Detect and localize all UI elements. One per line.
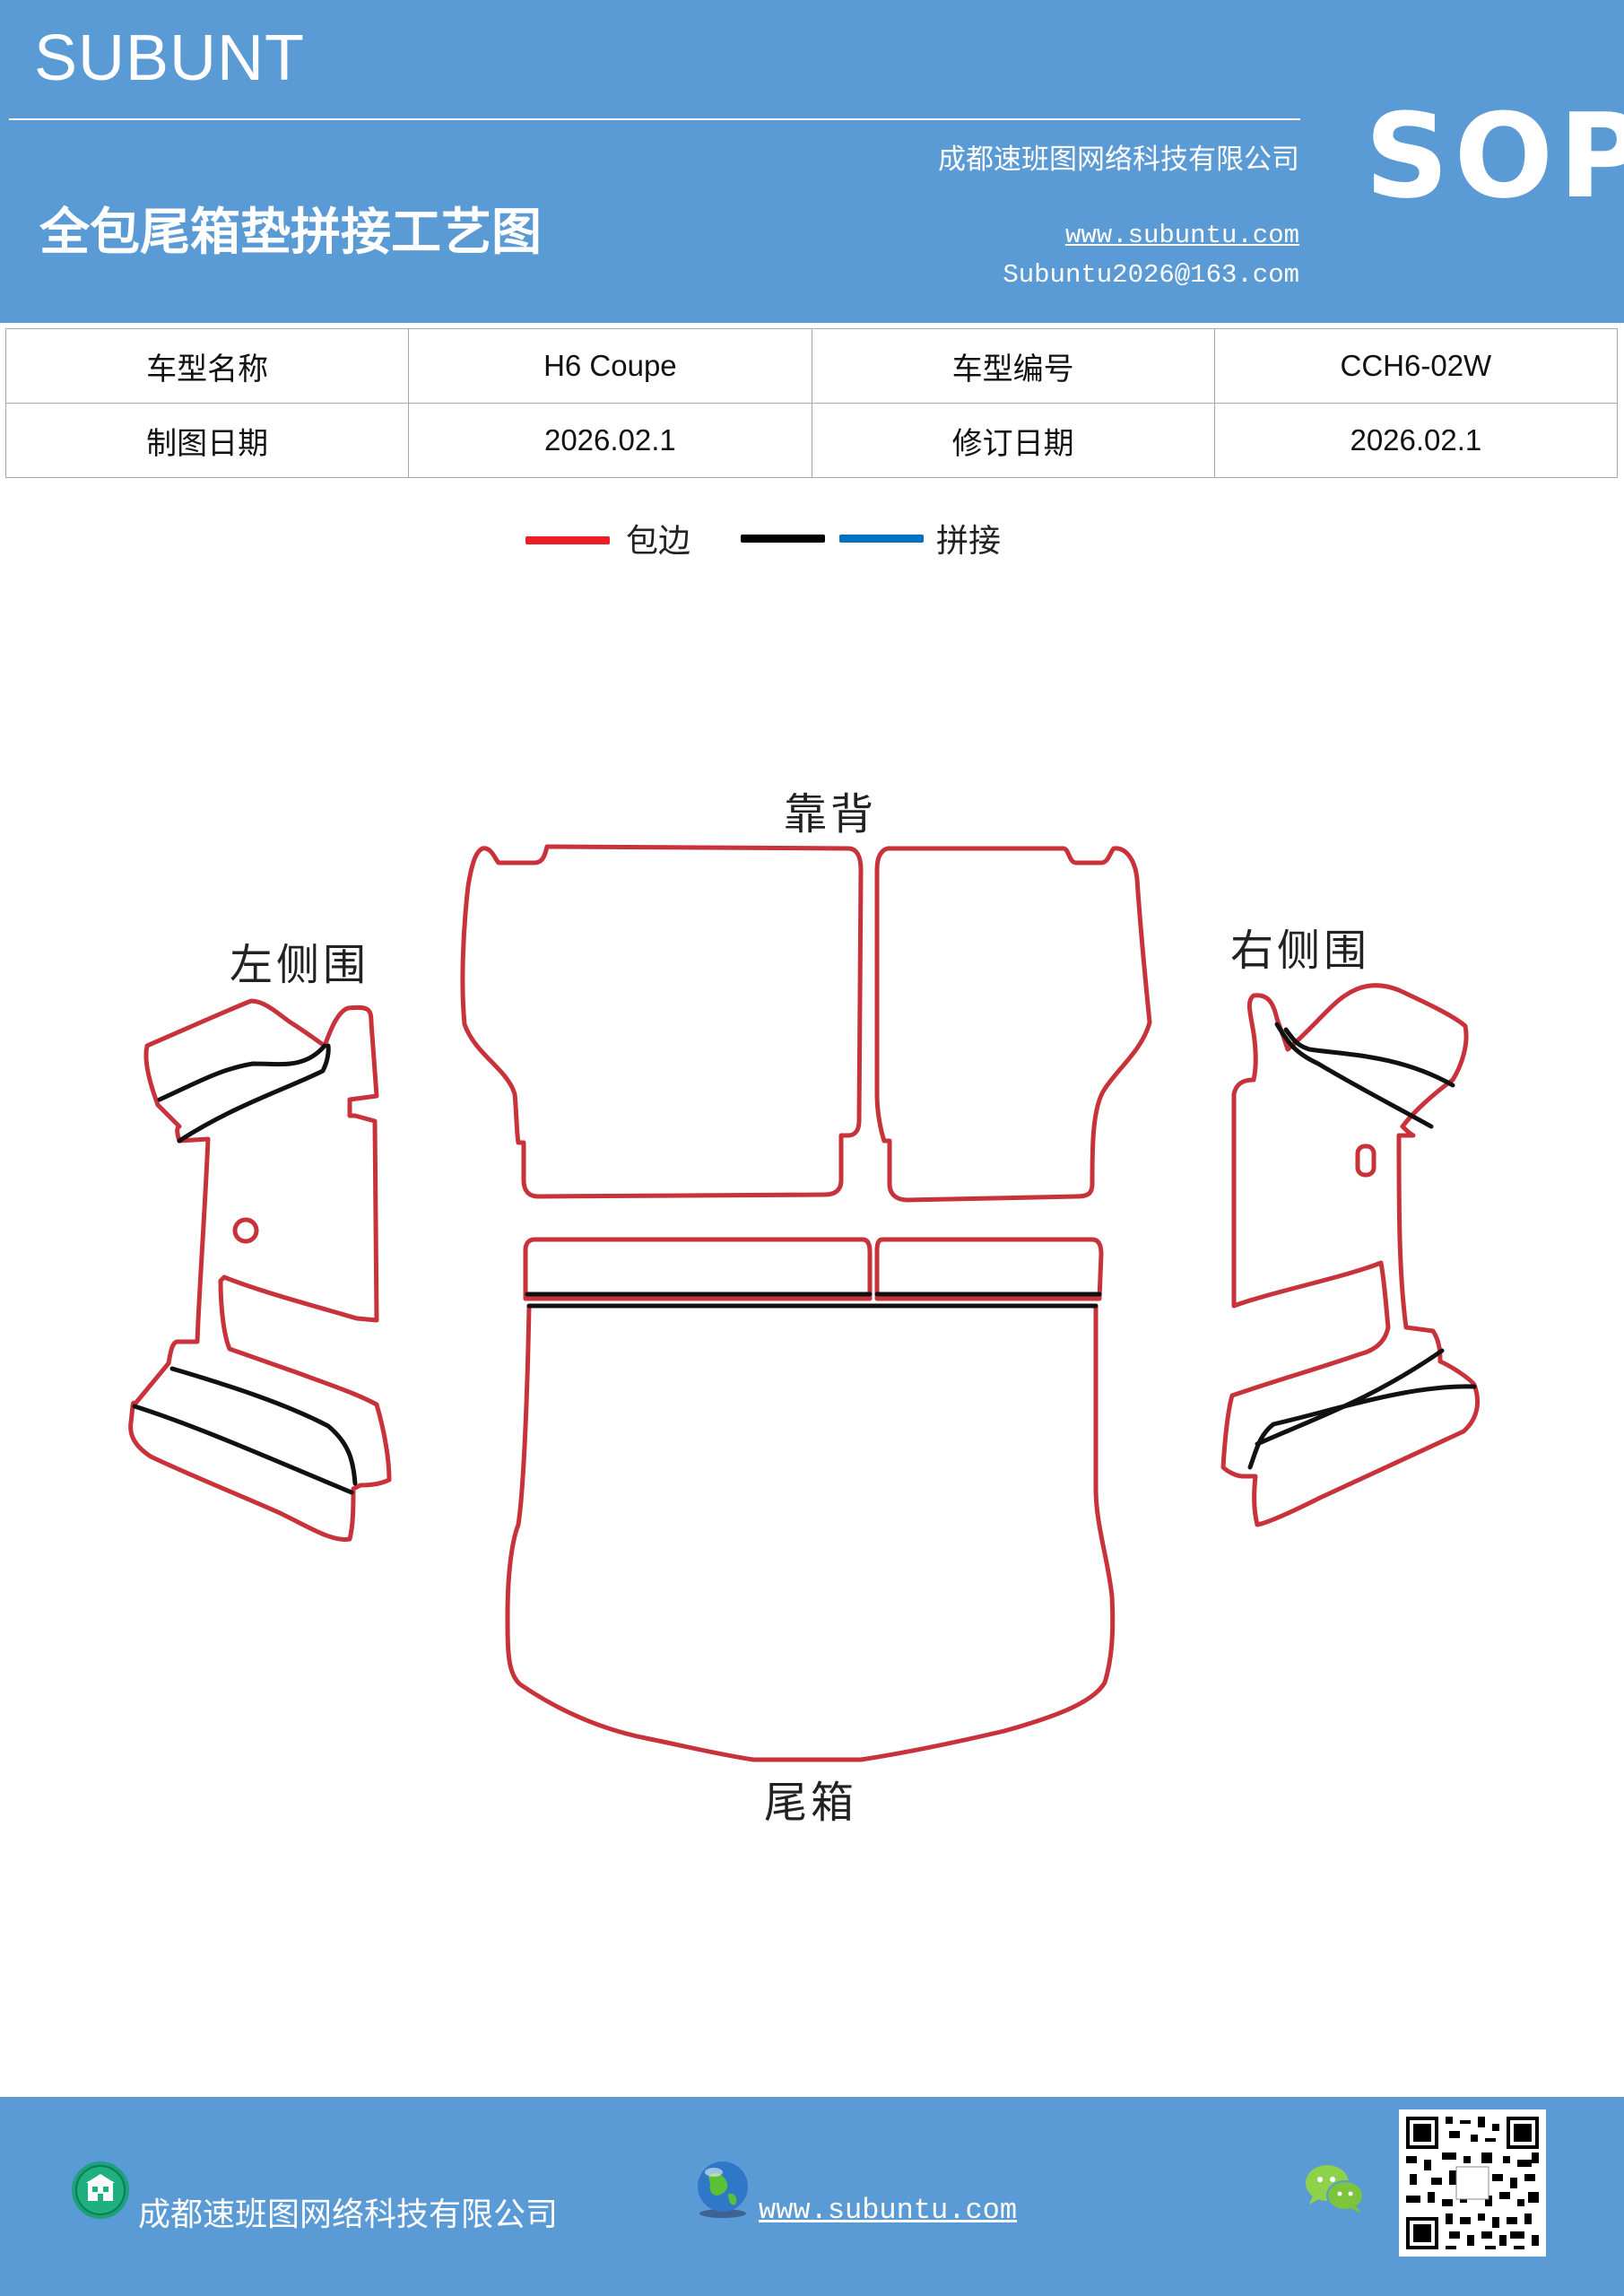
website-link[interactable]: www.subuntu.com — [1064, 221, 1299, 250]
footer-banner: 成都速班图网络科技有限公司 www.subuntu.com — [0, 2097, 1624, 2296]
globe-icon — [692, 2158, 753, 2219]
right-side-slot — [1355, 1144, 1376, 1178]
qr-code[interactable] — [1399, 2109, 1546, 2257]
right-side-panel — [1220, 983, 1481, 1527]
trunk-floor-panel — [505, 1303, 1116, 1762]
brand-name: SUBUNT — [34, 22, 306, 94]
footer-website-link[interactable]: www.subuntu.com — [759, 2194, 1018, 2227]
right-splice-bottom-1 — [1255, 1348, 1445, 1447]
edge-legend-label: 包边 — [626, 523, 691, 560]
footer-company-name: 成都速班图网络科技有限公司 — [138, 2196, 559, 2233]
left-side-hole — [232, 1217, 259, 1244]
left-side-label: 左侧围 — [230, 940, 370, 990]
contact-email[interactable]: Subuntu2026@163.com — [1003, 260, 1299, 290]
header-divider — [9, 118, 1300, 120]
revision-date-value: 2026.02.1 — [1213, 403, 1619, 478]
left-splice-top-2 — [177, 1043, 331, 1144]
company-name: 成都速班图网络科技有限公司 — [938, 144, 1299, 176]
splice-legend-label: 拼接 — [936, 523, 1002, 560]
revision-date-label: 修订日期 — [811, 403, 1215, 478]
line-legend: 包边 拼接 — [0, 523, 1624, 569]
model-code-value: CCH6-02W — [1213, 328, 1619, 404]
right-splice-bottom-2 — [1247, 1384, 1477, 1470]
model-name-value: H6 Coupe — [408, 328, 812, 404]
table-row: 车型名称 H6 Coupe 车型编号 CCH6-02W — [4, 328, 1619, 404]
left-splice-top-1 — [157, 1043, 327, 1102]
right-splice-top-1 — [1283, 1027, 1455, 1088]
draw-date-label: 制图日期 — [4, 403, 410, 478]
left-side-panel — [128, 998, 392, 1543]
wechat-icon — [1304, 2161, 1367, 2215]
left-splice-bottom-1 — [169, 1366, 358, 1486]
draw-date-value: 2026.02.1 — [408, 403, 812, 478]
middle-strip-left — [523, 1237, 873, 1301]
document-title: 全包尾箱垫拼接工艺图 — [39, 204, 542, 262]
backrest-left-panel — [460, 844, 864, 1199]
table-row: 制图日期 2026.02.1 修订日期 2026.02.1 — [4, 403, 1619, 478]
right-side-label: 右侧围 — [1230, 926, 1371, 976]
backrest-right-panel — [874, 846, 1152, 1203]
black-line-swatch — [741, 535, 825, 543]
model-code-label: 车型编号 — [811, 328, 1215, 404]
splice-line-swatch — [839, 535, 924, 543]
edge-line-swatch — [525, 536, 610, 544]
building-icon — [72, 2161, 129, 2219]
vehicle-info-table: 车型名称 H6 Coupe 车型编号 CCH6-02W 制图日期 2026.02… — [4, 328, 1619, 478]
model-name-label: 车型名称 — [4, 328, 410, 404]
sop-badge: SOP — [1365, 88, 1624, 224]
middle-strip-right — [874, 1237, 1104, 1301]
right-splice-top-2 — [1274, 1022, 1434, 1129]
trunk-label: 尾箱 — [764, 1778, 858, 1828]
backrest-label: 靠背 — [784, 789, 878, 839]
header-banner: SUBUNT 成都速班图网络科技有限公司 全包尾箱垫拼接工艺图 www.subu… — [0, 0, 1624, 323]
left-splice-bottom-2 — [132, 1404, 354, 1495]
